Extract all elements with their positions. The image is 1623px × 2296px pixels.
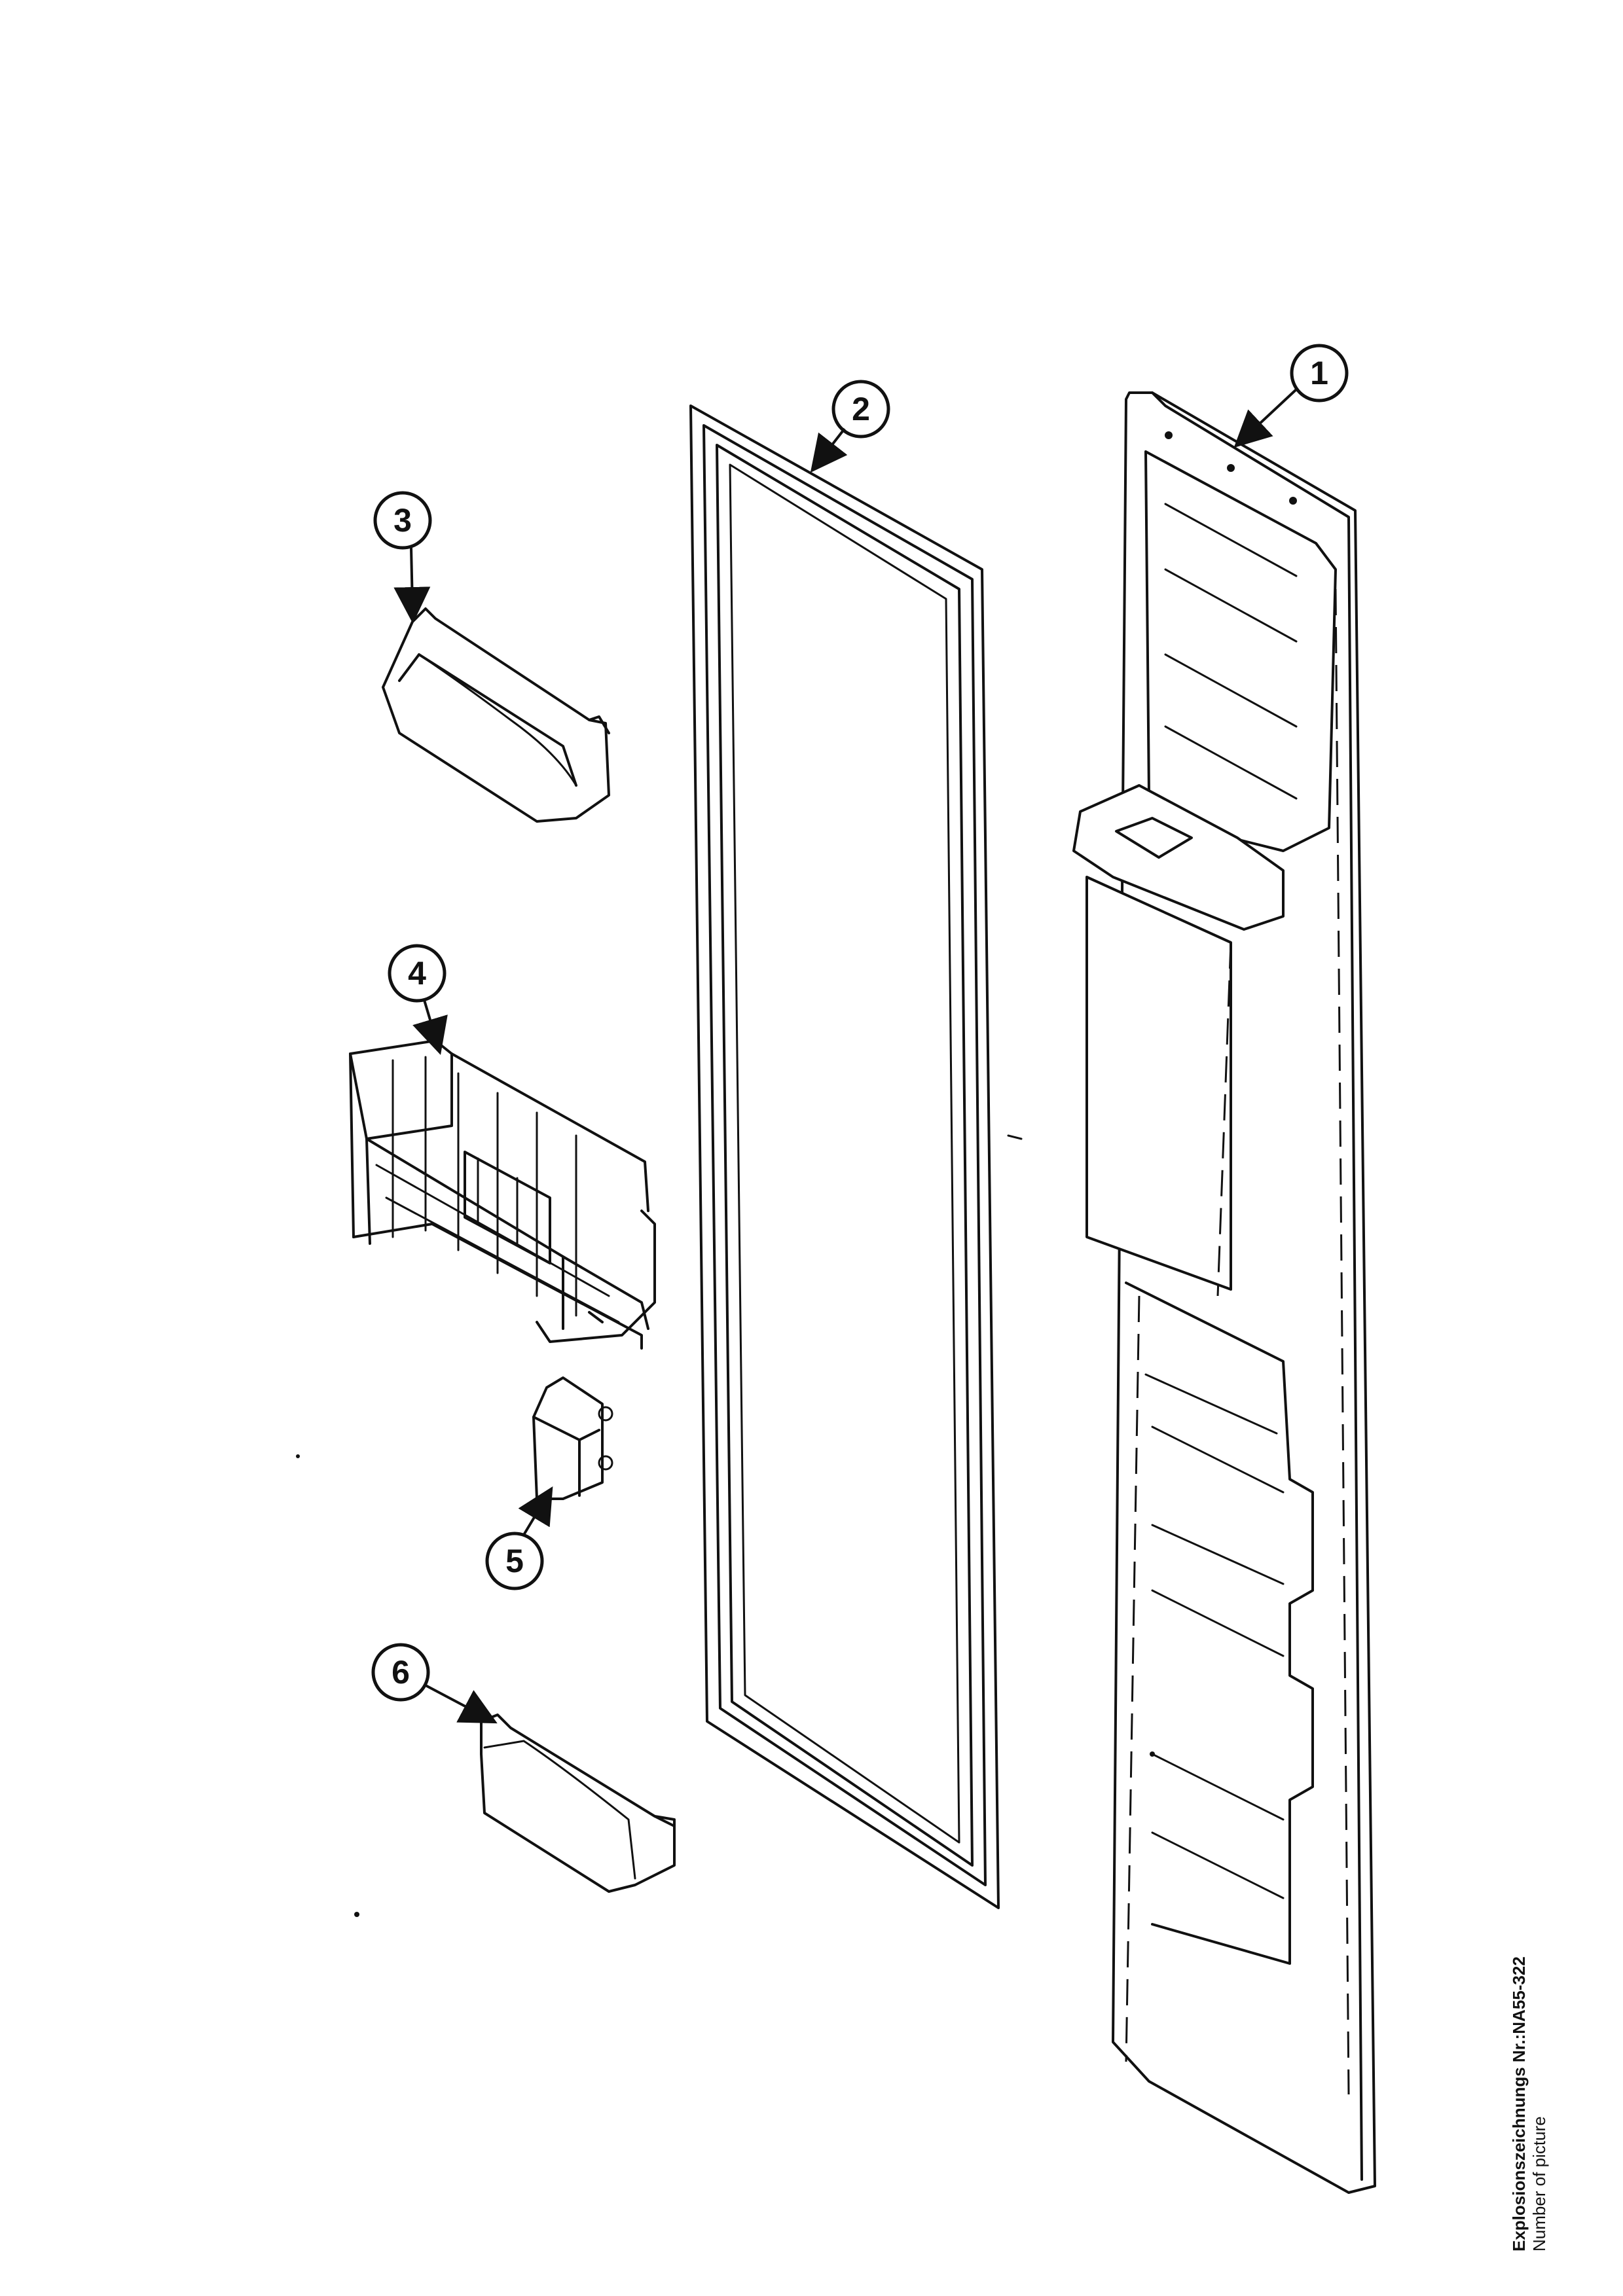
callout-4: 4 (388, 944, 448, 1055)
callout-3-label: 3 (393, 502, 412, 539)
callout-3: 3 (373, 491, 432, 624)
part-4-wire-basket (349, 1039, 656, 1350)
callout-5-label: 5 (505, 1543, 524, 1579)
callout-2-label: 2 (852, 391, 870, 427)
part-2-door-gasket (689, 404, 1000, 1909)
callout-5: 5 (485, 1486, 553, 1590)
part-1-door-liner (1072, 391, 1376, 2194)
callout-4-label: 4 (408, 955, 426, 992)
callout-6: 6 (371, 1643, 498, 1724)
callout-6-label: 6 (392, 1654, 410, 1691)
scan-specks (296, 1134, 1155, 1917)
callout-2: 2 (810, 380, 890, 473)
picture-number-caption: Explosionszeichnungs Nr.:NA55-322 Number… (1509, 1956, 1550, 2251)
caption-title: Explosionszeichnungs Nr.:NA55-322 (1509, 1956, 1529, 2251)
part-5-bracket (532, 1376, 613, 1500)
part-3-door-bin (382, 607, 610, 823)
callout-1: 1 (1233, 344, 1349, 448)
part-6-door-bin (480, 1713, 676, 1893)
caption-subtitle: Number of picture (1529, 2116, 1549, 2251)
callout-1-label: 1 (1310, 355, 1328, 391)
